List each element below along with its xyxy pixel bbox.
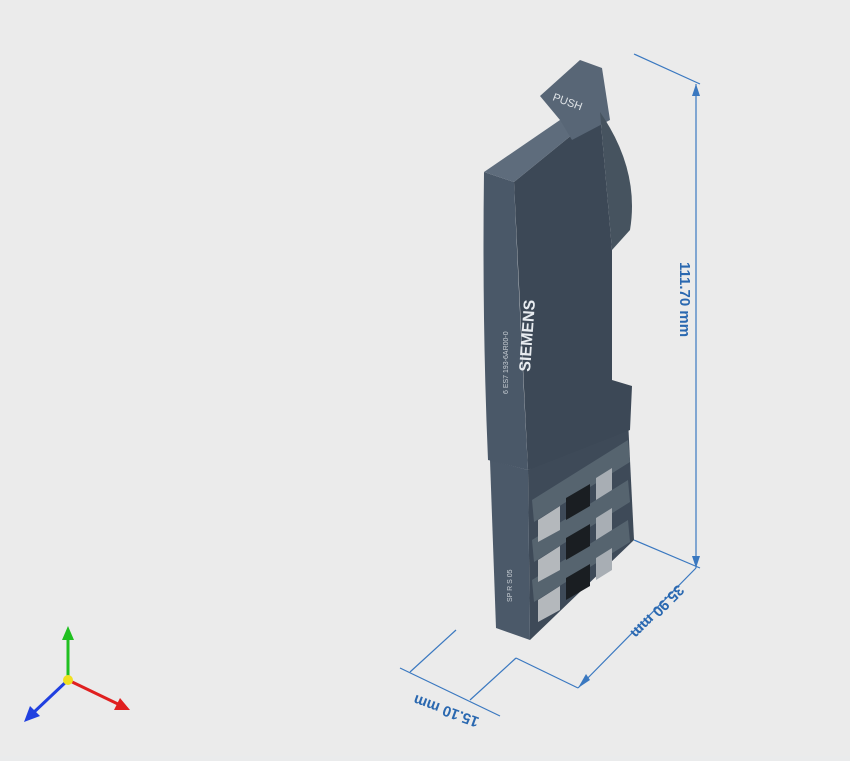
- terminal-block-front: [490, 460, 530, 640]
- housing-side: [514, 112, 632, 470]
- brand-label: SIEMENS: [517, 299, 539, 372]
- terminal-clamps: [532, 440, 630, 622]
- io-module-model[interactable]: PUSH SIEMENS 6 ES7 193-6AR00-0 SP R S 05: [483, 60, 635, 640]
- housing-front: [483, 172, 528, 470]
- dimension-arrows: [578, 84, 700, 688]
- part-number-label: 6 ES7 193-6AR00-0: [503, 331, 510, 394]
- push-latch-curve: [600, 112, 632, 250]
- push-latch[interactable]: [540, 60, 610, 140]
- terminal-label: SP R S 05: [507, 569, 514, 602]
- height-dimension-label: 111.70 mm: [676, 262, 693, 337]
- dimension-annotations: [399, 53, 701, 717]
- width-dimension-label: 15.10 mm: [411, 691, 481, 730]
- xyz-axis-icon[interactable]: [24, 626, 130, 722]
- depth-dimension-label: 35.90 mm: [627, 581, 687, 641]
